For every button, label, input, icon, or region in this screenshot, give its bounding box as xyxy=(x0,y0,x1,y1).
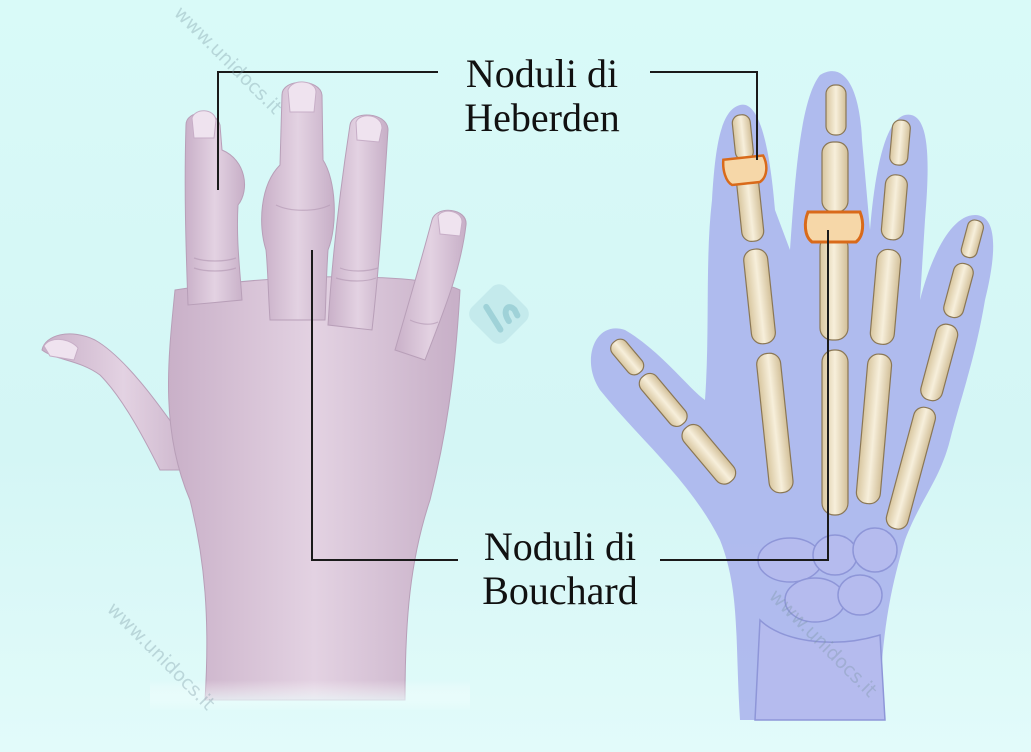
bouchard-label-line1: Noduli di xyxy=(470,525,650,569)
bouchard-nodes-label: Noduli di Bouchard xyxy=(470,525,650,613)
bouchard-nodule xyxy=(805,212,862,242)
bouchard-label-line2: Bouchard xyxy=(470,569,650,613)
heberden-nodule xyxy=(723,155,768,185)
middle-finger xyxy=(262,82,335,320)
index-finger xyxy=(185,113,244,305)
index-nail xyxy=(192,111,216,138)
unidocs-logo-icon xyxy=(465,280,533,348)
heberden-nodes-label: Noduli di Heberden xyxy=(452,52,632,140)
little-nail xyxy=(438,211,462,236)
heberden-label-line2: Heberden xyxy=(452,96,632,140)
middle-bones xyxy=(820,85,848,515)
heberden-label-line1: Noduli di xyxy=(452,52,632,96)
ring-nail xyxy=(356,116,382,142)
middle-nail xyxy=(288,82,316,112)
